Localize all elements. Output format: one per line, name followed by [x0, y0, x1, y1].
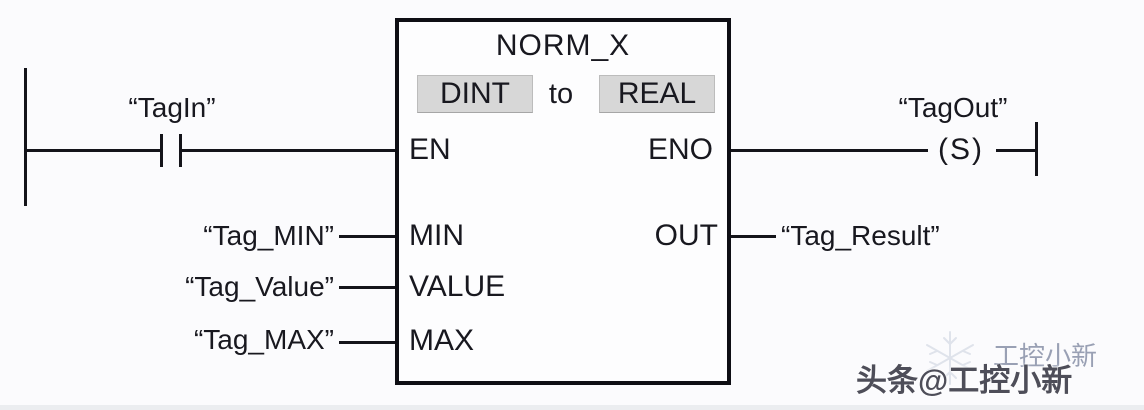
conversion-word: to — [548, 78, 574, 110]
snowflake-icon — [926, 331, 974, 385]
port-min: MIN — [409, 219, 464, 252]
operand-tag-value[interactable]: “Tag_Value” — [185, 271, 334, 302]
port-value: VALUE — [409, 270, 506, 303]
power-rail-right — [1035, 122, 1038, 176]
port-en: EN — [409, 133, 451, 166]
wire-max — [339, 341, 395, 344]
coil-operand-tag[interactable]: “TagOut” — [898, 92, 1008, 123]
wire-min — [339, 235, 395, 238]
contact-bar-left — [160, 134, 163, 167]
contact-operand-tag[interactable]: “TagIn” — [128, 92, 216, 123]
operand-tag-min[interactable]: “Tag_MIN” — [203, 220, 334, 251]
wire-value — [339, 286, 395, 289]
power-rail-left — [24, 68, 27, 206]
port-max: MAX — [409, 324, 475, 357]
port-out: OUT — [654, 219, 718, 252]
wire-rail-to-contact — [24, 149, 162, 152]
bottom-edge-strip — [0, 405, 1144, 410]
wire-coil-to-rail — [996, 149, 1037, 152]
wire-contact-to-block — [182, 149, 395, 152]
set-coil[interactable]: (S) — [938, 133, 984, 166]
datatype-to-select[interactable]: REAL — [599, 75, 715, 113]
watermark-brand-text: 工控小新 — [993, 341, 1098, 371]
datatype-from-select[interactable]: DINT — [417, 75, 533, 113]
wire-eno-to-coil — [731, 149, 928, 152]
operand-tag-result[interactable]: “Tag_Result” — [781, 220, 940, 251]
port-eno: ENO — [647, 133, 713, 166]
block-title: NORM_X — [495, 29, 631, 62]
contact-bar-right — [179, 134, 182, 167]
watermark-byline-text: 头条@工控小新 — [856, 363, 1073, 398]
operand-tag-max[interactable]: “Tag_MAX” — [193, 324, 334, 355]
wire-out — [731, 235, 776, 238]
